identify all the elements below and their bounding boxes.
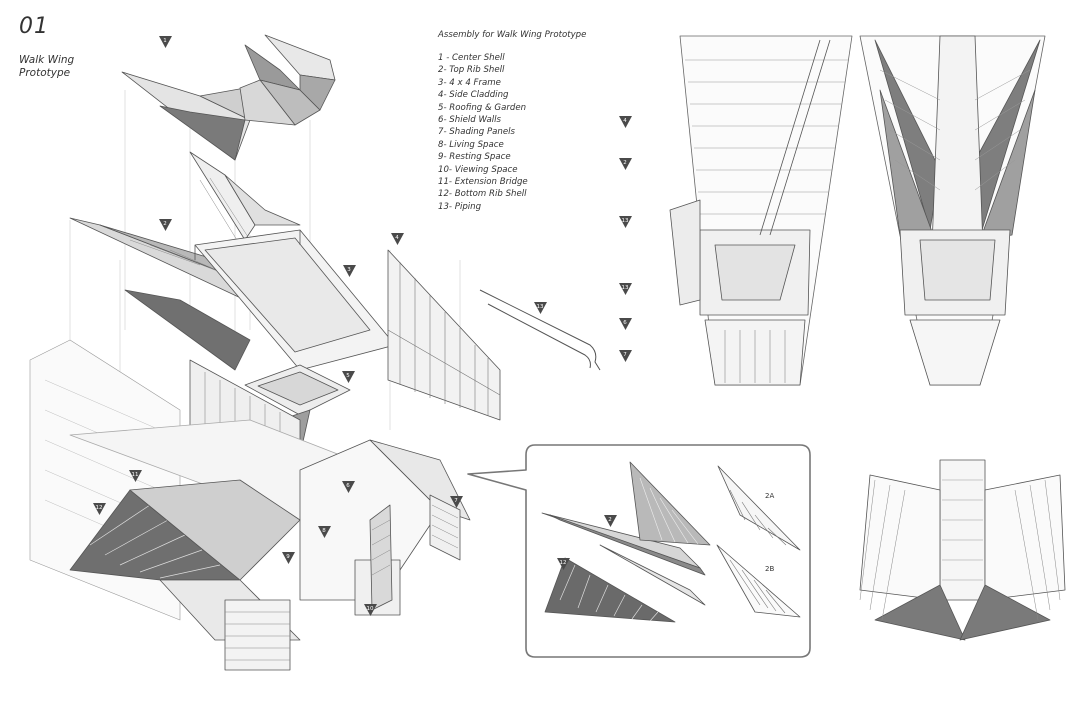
plan-left-tags [619, 116, 632, 362]
legend-item: 8- Living Space [438, 139, 504, 150]
part-piping [479, 289, 601, 371]
detail-label-2b: 2B [765, 565, 775, 573]
tag-9: 9 [286, 554, 290, 560]
plan-view-roof [859, 35, 1046, 386]
tag-6: 6 [346, 483, 350, 489]
part-center-shell [121, 34, 336, 161]
sheet-title-line2: Prototype [19, 67, 71, 79]
legend-item: 12- Bottom Rib Shell [438, 189, 527, 200]
plan-view-structure [669, 35, 853, 386]
legend-item: 3- 4 x 4 Frame [438, 77, 501, 88]
tag-8: 8 [322, 528, 326, 534]
legend-item: 2- Top Rib Shell [438, 65, 505, 76]
legend-item: 9- Resting Space [438, 152, 511, 163]
assembly-legend: Assembly for Walk Wing Prototype 1 - Cen… [437, 30, 586, 213]
tag-5: 5 [346, 373, 350, 379]
plan-tag-13: 13 [621, 218, 629, 224]
part-shading-panels [429, 494, 461, 561]
legend-item: 4- Side Cladding [438, 90, 509, 101]
exploded-tags [93, 36, 547, 616]
legend-title: Assembly for Walk Wing Prototype [438, 30, 587, 40]
legend-item: 1 - Center Shell [438, 53, 505, 63]
detail-callout [467, 444, 811, 658]
detail-label-2a: 2A [765, 492, 775, 500]
legend-item: 7- Shading Panels [438, 127, 515, 138]
plan-tag-2: 2 [623, 160, 627, 166]
tag-1: 1 [163, 38, 167, 44]
tag-12: 12 [95, 505, 103, 511]
legend-item: 11- Extension Bridge [438, 177, 528, 188]
plan-tag-4: 4 [623, 118, 627, 124]
plan-tag-7: 7 [623, 352, 627, 358]
stair [224, 599, 291, 671]
detail-tag-12: 12 [559, 560, 567, 566]
legend-item: 10- Viewing Space [438, 164, 518, 175]
sheet-number: 01 [19, 14, 49, 39]
part-side-cladding [387, 249, 501, 421]
exploded-axonometric [29, 34, 601, 671]
plan-tag-6: 6 [623, 320, 627, 326]
legend-item: 13- Piping [438, 201, 482, 212]
tag-7: 7 [454, 498, 458, 504]
tag-2: 2 [163, 221, 167, 227]
sheet-title-line1: Walk Wing [19, 54, 75, 66]
tag-4: 4 [395, 235, 399, 241]
sheet-title: Walk Wing Prototype [19, 54, 139, 80]
perspective-view [859, 459, 1066, 641]
legend-item: 6- Shield Walls [438, 115, 501, 126]
tag-10: 10 [366, 606, 374, 612]
legend-item: 5- Roofing & Garden [438, 102, 527, 113]
tag-13: 13 [536, 304, 544, 310]
tag-11: 11 [131, 472, 139, 478]
plan-tag-13b: 13 [621, 285, 629, 291]
detail-tag-2: 2 [608, 517, 612, 523]
tag-3: 3 [347, 267, 351, 273]
